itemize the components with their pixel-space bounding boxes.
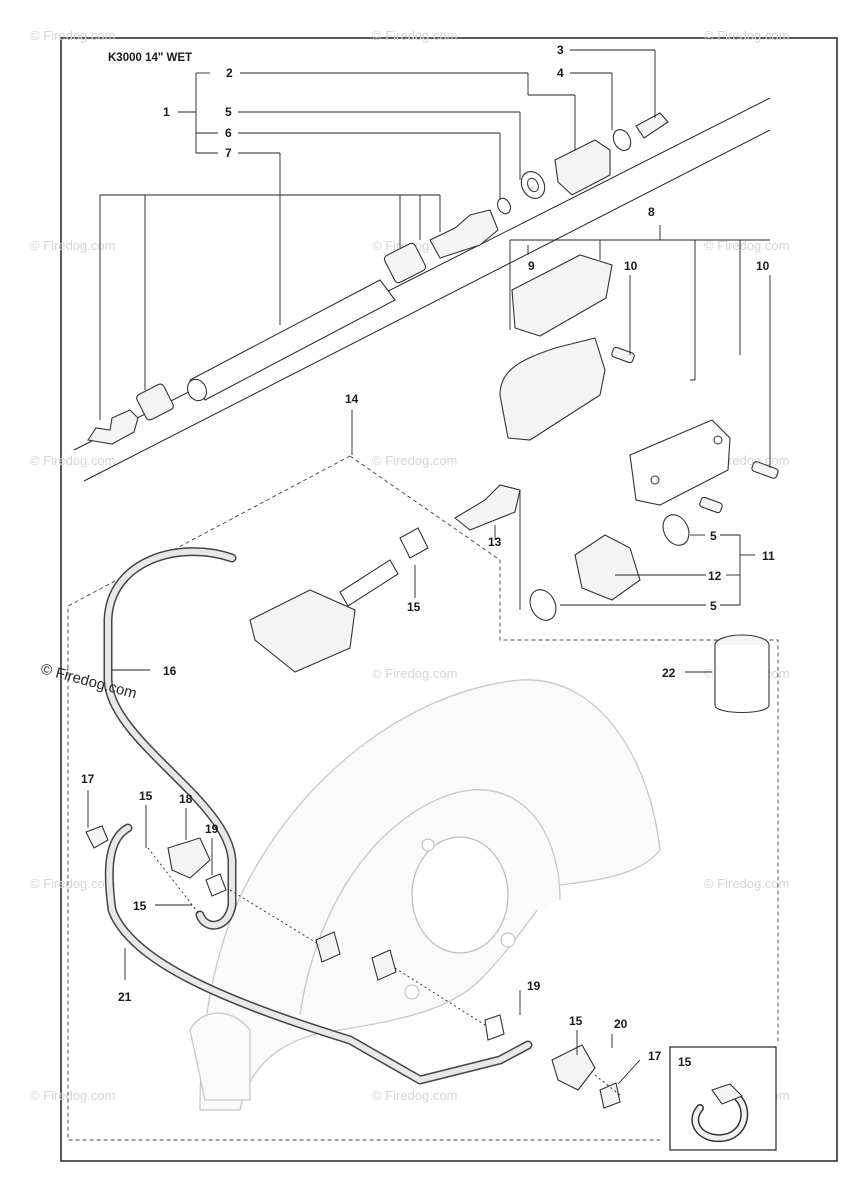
diagram-frame xyxy=(60,37,838,1162)
screw-upper xyxy=(611,346,635,364)
callout-13: 13 xyxy=(488,535,502,549)
watermark-prominent: © Firedog.com xyxy=(39,660,139,702)
upper-hose-assembly xyxy=(87,112,669,445)
callout-labels: 3 4 2 1 5 6 7 8 9 10 10 14 13 5 11 12 5 … xyxy=(81,43,775,1063)
callout-10: 10 xyxy=(624,259,638,273)
watermark-text: © Firedog.com xyxy=(372,28,457,43)
nut-left xyxy=(315,931,341,963)
cover-plate xyxy=(629,419,731,506)
t-fitting xyxy=(167,837,211,879)
hose-nut-left xyxy=(136,383,174,421)
watermark-text: © Firedog.com xyxy=(30,28,115,43)
o-ring xyxy=(612,128,632,152)
screw-lower xyxy=(699,496,723,514)
nipple-19-right xyxy=(484,1014,505,1041)
hose-nut-right xyxy=(383,242,427,284)
watermark-text: © Firedog.com xyxy=(372,453,457,468)
callout-15: 15 xyxy=(133,899,147,913)
hose-16 xyxy=(103,547,237,930)
hose-21 xyxy=(104,823,533,1085)
callout-2: 2 xyxy=(226,66,233,80)
blade-guard xyxy=(189,679,661,1111)
screw-right xyxy=(751,461,779,479)
hose-connector xyxy=(454,484,521,531)
watermark-text: © Firedog.com xyxy=(372,1088,457,1103)
callout-20: 20 xyxy=(614,1017,628,1031)
mounting-bracket xyxy=(499,337,606,441)
connector-13-group xyxy=(249,484,521,673)
callout-11: 11 xyxy=(762,549,775,563)
callout-16: 16 xyxy=(163,664,177,678)
watermark-text: © Firedog.com xyxy=(704,238,789,253)
quick-coupling xyxy=(554,139,611,196)
filter-insert xyxy=(635,112,669,139)
callout-15: 15 xyxy=(139,789,153,803)
diagram-title: K3000 14" WET xyxy=(108,52,192,64)
watermark-text: © Firedog.com xyxy=(30,453,115,468)
watermark-text: © Firedog.com xyxy=(30,876,115,891)
callout-15: 15 xyxy=(407,600,421,614)
nut-right xyxy=(371,949,397,981)
firedog-watermark: © Firedog.com xyxy=(39,660,139,702)
hose-holder xyxy=(249,589,356,673)
callout-12: 12 xyxy=(708,569,722,583)
watermark-text: © Firedog.com xyxy=(372,666,457,681)
axis-line-upper xyxy=(73,97,771,451)
leader-lines xyxy=(87,49,771,1096)
callout-17: 17 xyxy=(648,1049,662,1063)
callout-3: 3 xyxy=(557,43,564,57)
nipple-fitting-left xyxy=(87,409,139,445)
callout-5: 5 xyxy=(710,599,717,613)
callout-18: 18 xyxy=(179,792,193,806)
inset-part-15: 15 xyxy=(669,1046,777,1151)
hose-clamp-15 xyxy=(399,527,429,559)
guard-arbor-hole xyxy=(411,836,509,954)
garden-hose-coupling xyxy=(714,634,770,713)
watermark-text: © Firedog.com xyxy=(30,238,115,253)
callout-5: 5 xyxy=(225,105,232,119)
callout-22: 22 xyxy=(662,666,676,680)
callout-9: 9 xyxy=(528,259,535,273)
callout-10: 10 xyxy=(756,259,770,273)
watermark-text: © Firedog.com xyxy=(704,28,789,43)
bolt-17-left xyxy=(85,825,109,849)
nipple-19-left xyxy=(205,873,227,897)
coupling-body xyxy=(714,645,770,713)
bolt-17-right xyxy=(599,1082,621,1109)
elbow-fitting-20 xyxy=(551,1044,596,1091)
axis-line-lower xyxy=(83,129,771,482)
callout-17: 17 xyxy=(81,772,95,786)
dashed-outline-right xyxy=(349,455,779,1045)
o-ring-small xyxy=(496,197,512,215)
callout-5: 5 xyxy=(710,529,717,543)
washer-lower xyxy=(529,589,557,621)
callout-14: 14 xyxy=(345,392,359,406)
t-fitting-group xyxy=(85,825,621,1109)
inset-label: 15 xyxy=(678,1055,692,1069)
callout-8: 8 xyxy=(648,205,655,219)
callout-21: 21 xyxy=(118,990,132,1004)
handle-bracket-assembly xyxy=(499,254,779,514)
callout-1: 1 xyxy=(163,105,170,119)
valve-assembly xyxy=(529,514,690,621)
callout-4: 4 xyxy=(557,66,564,80)
valve-body xyxy=(429,209,499,259)
watermark-text: © Firedog.com xyxy=(30,1088,115,1103)
bracket-clip xyxy=(511,254,613,337)
valve-body-12 xyxy=(574,534,641,601)
callout-19: 19 xyxy=(205,822,219,836)
short-hose xyxy=(339,559,399,607)
callout-15: 15 xyxy=(569,1014,583,1028)
callout-19: 19 xyxy=(527,979,541,993)
water-pipe xyxy=(189,279,396,401)
callout-6: 6 xyxy=(225,126,232,140)
dashed-outline-left xyxy=(67,455,660,1141)
washer-right xyxy=(662,514,690,546)
callout-7: 7 xyxy=(225,146,232,160)
watermark-text: © Firedog.com xyxy=(704,876,789,891)
